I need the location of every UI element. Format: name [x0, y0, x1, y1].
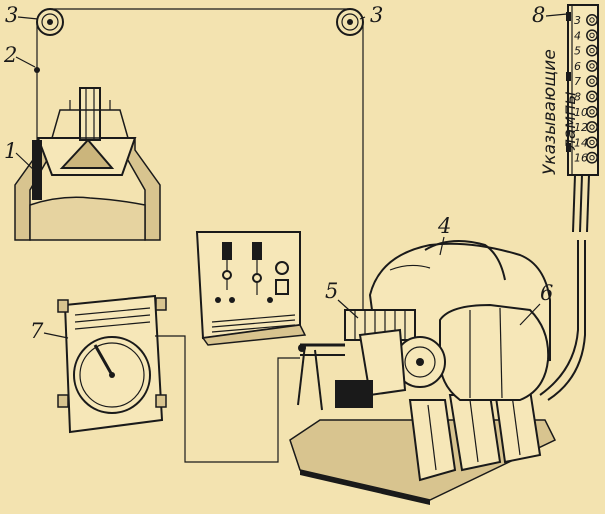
- lamp-icon: [586, 121, 598, 134]
- lamp-icon: [586, 90, 598, 103]
- lamp-number: 8: [574, 91, 581, 104]
- lamp-number: 16: [574, 152, 588, 165]
- furnace-top: [14, 87, 161, 241]
- lamp-list: 3 4 5 6 7 8 10 12 14 16: [574, 14, 598, 165]
- lamp-number: 10: [574, 106, 588, 119]
- callouts: 3 3 2 1 4 5 6 7 8: [3, 3, 568, 343]
- lamp-icon-inner: [589, 63, 595, 69]
- label-8: 8: [532, 3, 545, 27]
- winch-drive: [289, 240, 557, 505]
- lamp-row: 16: [574, 151, 598, 165]
- pulley-right: [336, 8, 364, 36]
- lamp-row: 3: [574, 14, 598, 27]
- lamp-row: 10: [574, 105, 598, 119]
- recorder: [57, 294, 167, 434]
- lamp-row: 5: [574, 44, 598, 58]
- lamp-number: 4: [574, 29, 581, 42]
- lamp-icon-inner: [589, 32, 595, 38]
- label-2: 2: [3, 43, 17, 67]
- lamp-icon-inner: [589, 109, 595, 115]
- lamp-number: 6: [574, 60, 581, 73]
- lamp-number: 7: [574, 75, 581, 88]
- lamp-number: 5: [574, 45, 581, 58]
- lamp-number: 3: [574, 14, 581, 27]
- lamp-icon: [586, 75, 598, 88]
- cable: [34, 8, 364, 300]
- label-3-right: 3: [370, 3, 383, 27]
- lamp-icon: [586, 44, 598, 57]
- cable-marker: [34, 67, 40, 73]
- caption-line1: Указывающие: [540, 49, 560, 175]
- label-4: 4: [437, 214, 451, 238]
- lamp-row: 8: [574, 90, 598, 104]
- lamp-icon-inner: [589, 17, 595, 23]
- lamp-icon: [586, 29, 598, 42]
- lamp-icon-inner: [589, 93, 595, 100]
- lamp-caption: Указывающие лампы: [540, 49, 580, 175]
- lamp-icon: [586, 151, 598, 164]
- label-5: 5: [325, 279, 338, 303]
- lamp-row: 12: [574, 121, 598, 134]
- lamp-row: 6: [574, 59, 598, 73]
- lamp-row: 14: [574, 136, 598, 149]
- lamp-number: 12: [574, 121, 588, 134]
- lamp-row: 4: [574, 29, 598, 42]
- control-panel: [195, 231, 307, 346]
- label-3-left: 3: [5, 3, 18, 27]
- lamp-row: 7: [574, 75, 598, 88]
- lamp-icon-inner: [589, 124, 595, 130]
- lamp-icon: [586, 105, 598, 118]
- lamp-icon: [586, 14, 598, 26]
- label-6: 6: [540, 281, 553, 305]
- lamp-icon-inner: [589, 78, 595, 84]
- lamp-icon-inner: [589, 47, 595, 54]
- label-7: 7: [30, 319, 44, 343]
- lamp-icon-inner: [589, 139, 595, 146]
- pulley-left: [36, 8, 64, 36]
- caption-line2: лампы: [560, 91, 580, 151]
- label-1: 1: [4, 139, 17, 163]
- lamp-icon: [586, 136, 598, 149]
- lamp-number: 14: [574, 136, 588, 149]
- lamp-icon-inner: [589, 155, 595, 161]
- lamp-icon: [586, 59, 598, 72]
